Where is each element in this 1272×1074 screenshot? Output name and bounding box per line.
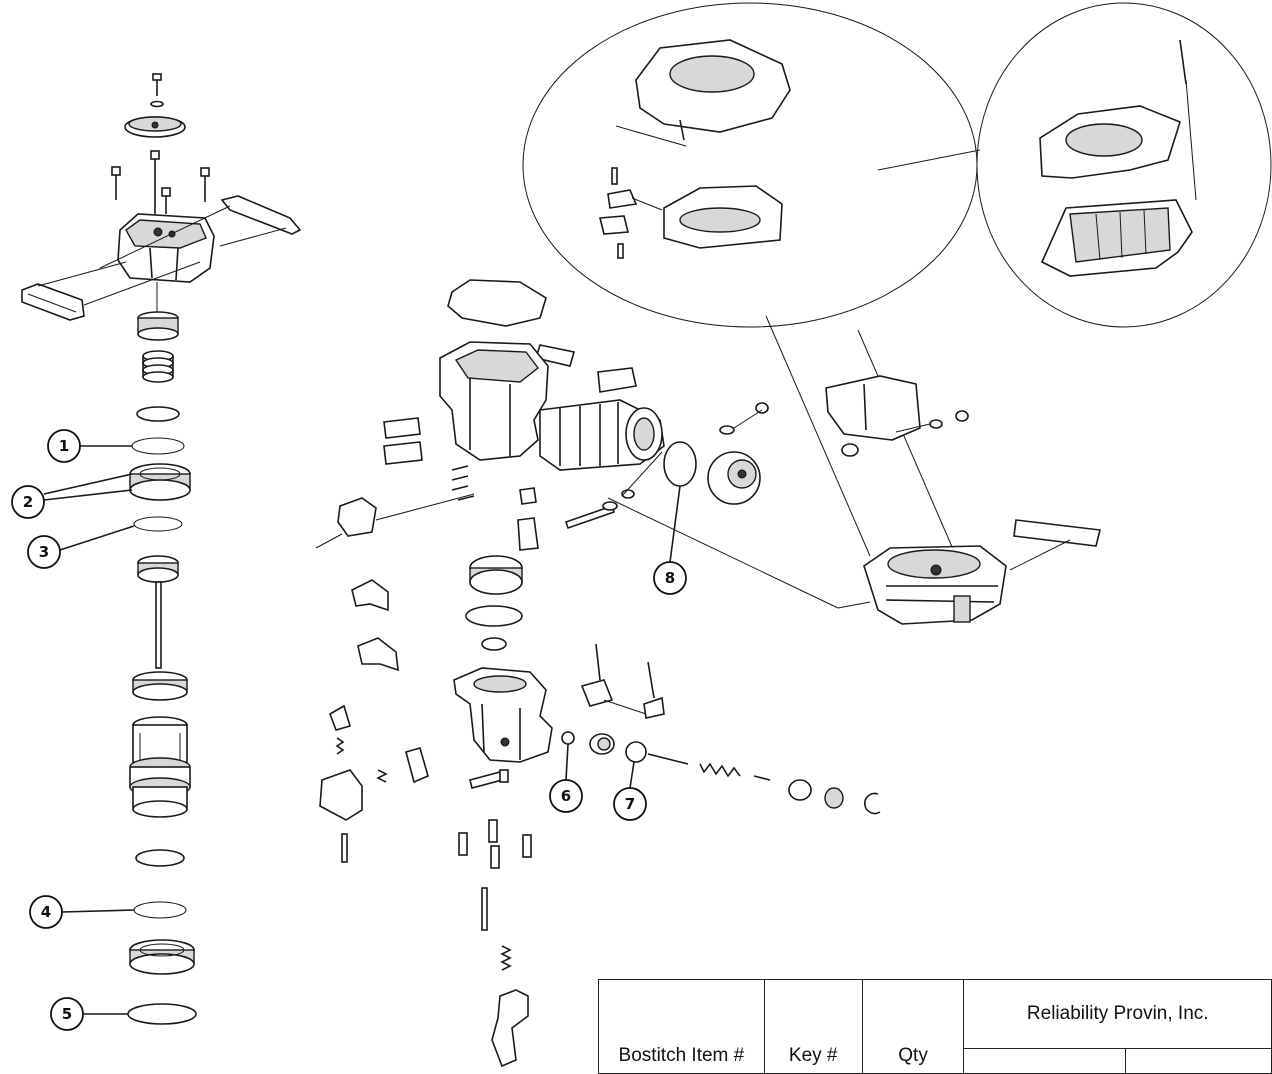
piston-bumper [132, 671, 188, 701]
frame-housing-assembly [315, 279, 881, 1068]
callout-7: 7 [613, 761, 647, 821]
detail-connector-line [877, 149, 981, 171]
latch-clip [519, 487, 537, 505]
valve-stem-spring [647, 753, 689, 765]
valve-nut [824, 787, 844, 809]
handle-fasteners [564, 402, 769, 530]
latch-arm-lower [357, 637, 399, 672]
seal-pair-2 [129, 463, 191, 501]
valve-stem [753, 775, 771, 781]
detail-circle-left [522, 2, 978, 328]
svg-text:5: 5 [62, 1005, 72, 1023]
header-bostitch-item: Bostitch Item # [598, 979, 765, 1074]
valve-spring [699, 762, 741, 778]
cap-gasket [447, 279, 547, 327]
callout-6: 6 [549, 743, 583, 813]
magazine-canister [863, 545, 1007, 625]
cylinder-cap [21, 195, 302, 321]
cap-plate [124, 116, 186, 138]
o-ring-3 [133, 516, 183, 532]
nose-o-ring [465, 605, 523, 627]
callout-5: 5 [50, 997, 128, 1031]
svg-text:8: 8 [665, 569, 675, 587]
svg-text:2: 2 [23, 493, 33, 511]
head-valve [137, 311, 179, 341]
magazine-label [1013, 519, 1101, 547]
retaining-clip [864, 792, 881, 815]
svg-text:6: 6 [561, 787, 571, 805]
magazine-assembly [522, 2, 1272, 625]
callout-4: 4 [29, 895, 135, 929]
magazine-bracket [825, 375, 969, 457]
svg-text:1: 1 [59, 437, 69, 455]
trigger-spring [500, 945, 512, 971]
cylinder-stack-assembly [21, 73, 302, 1025]
header-qty: Qty [861, 979, 965, 1074]
valve-body [589, 733, 615, 755]
detail-circle-right [976, 2, 1272, 328]
o-ring-1 [131, 437, 185, 455]
svg-text:3: 3 [39, 543, 49, 561]
o-ring-4 [133, 901, 187, 919]
driver-blade [155, 581, 162, 669]
valve-ring-6 [561, 731, 575, 745]
frame-housing [439, 341, 665, 471]
nose-screw [469, 769, 509, 789]
lower-bolts [458, 819, 532, 869]
callout-2: 2 [11, 473, 133, 519]
parts-table: Bostitch Item # Key # Qty Reliability Pr… [598, 979, 1272, 1074]
cylinder [129, 716, 191, 818]
header-company: Reliability Provin, Inc. [963, 979, 1272, 1049]
valve-ring-7 [625, 741, 647, 763]
warning-label-large [597, 367, 637, 393]
decal-set [383, 417, 423, 465]
callout-3: 3 [27, 525, 135, 569]
latch-bracket [517, 517, 539, 551]
dowel-pins [451, 465, 475, 501]
door-latch-assembly [319, 704, 429, 863]
latch-arm-upper [351, 579, 389, 612]
trigger-valve-left [315, 493, 475, 549]
head-valve-spring [142, 350, 174, 383]
o-ring-5 [127, 1003, 197, 1025]
o-ring-upper [136, 406, 180, 422]
svg-text:4: 4 [41, 903, 51, 921]
valve-cap [788, 779, 812, 801]
header-key: Key # [763, 979, 863, 1074]
end-cap [707, 451, 761, 505]
valve-plug [481, 637, 507, 651]
cylinder-ring [129, 939, 195, 975]
trigger-pin [481, 887, 488, 931]
callout-8: 8 [653, 485, 687, 595]
cap-screws [111, 150, 210, 214]
svg-text:7: 7 [625, 795, 635, 813]
end-cap-o-ring [663, 441, 697, 487]
nose-piece [453, 667, 553, 763]
piston-head [137, 555, 179, 583]
cylinder-seal [135, 849, 185, 867]
trigger [491, 989, 529, 1068]
trigger-valve-assembly [580, 643, 665, 719]
callout-1: 1 [47, 429, 132, 463]
nose-seal [469, 555, 523, 595]
cap-screw [150, 73, 164, 108]
